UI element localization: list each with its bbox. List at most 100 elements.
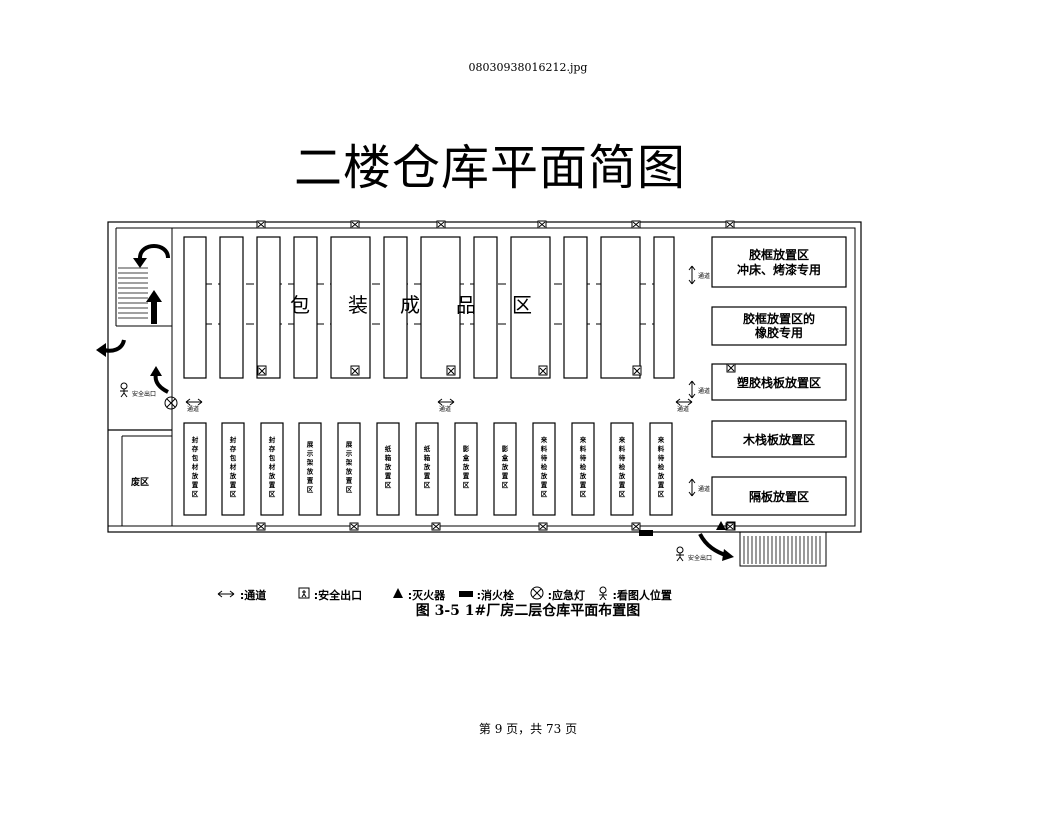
storage-rack — [183, 422, 207, 516]
rack-label: 展示架放置区 — [345, 440, 353, 494]
storage-rack — [256, 236, 281, 379]
stair-turn-arrow — [138, 244, 170, 259]
page-footer: 第 9 页，共 73 页 — [478, 722, 578, 736]
storage-rack — [330, 236, 371, 379]
guard-icon — [676, 546, 684, 562]
storage-rack — [649, 422, 673, 516]
exit-sign-icon — [538, 365, 548, 376]
storage-rack — [493, 422, 517, 516]
rack-label: 纸箱放置区 — [423, 444, 431, 489]
exit-sign-icon — [446, 365, 456, 376]
aisle-marker: 通道 — [437, 398, 455, 413]
right-area-4: 木栈板放置区 — [711, 420, 847, 458]
storage-rack — [532, 422, 556, 516]
storage-rack — [610, 422, 634, 516]
legend: :通道 :安全出口 :灭火器 :消火栓 :应急灯 :看图人位置 — [216, 586, 672, 603]
rack-label: 封存包材放置区 — [229, 435, 237, 498]
rack-label: 封存包材放置区 — [268, 435, 276, 498]
emergency-light-legend-icon — [530, 586, 544, 603]
area-label: 隔板放置区 — [749, 489, 809, 504]
right-area-2: 胶框放置区的 橡胶专用 — [711, 306, 847, 346]
guard-icon — [120, 382, 128, 398]
arrow-head — [96, 343, 106, 357]
storage-rack — [221, 422, 245, 516]
aisle-marker: 通道 — [688, 380, 710, 399]
storage-rack — [563, 236, 588, 379]
right-area-1: 胶框放置区 冲床、烤漆专用 — [711, 236, 847, 288]
storage-rack — [337, 422, 361, 516]
exit-sign-legend-icon — [298, 587, 310, 602]
exit-sign-icon — [350, 365, 360, 376]
rack-label: 影盒放置区 — [462, 444, 470, 489]
waste-area-label: 废区 — [131, 476, 149, 488]
storage-rack — [420, 236, 461, 379]
fire-extinguisher-icon — [716, 521, 726, 530]
area-label: 橡胶专用 — [755, 325, 803, 340]
safety-exit-label: 安全出口 — [132, 390, 156, 398]
storage-rack — [376, 422, 400, 516]
up-arrow-shaft — [151, 300, 157, 324]
fire-hydrant-icon — [639, 530, 653, 536]
svg-text:通道: 通道 — [698, 387, 710, 395]
storage-rack — [298, 422, 322, 516]
zone-char: 成 — [400, 293, 420, 317]
storage-rack — [293, 236, 318, 379]
legend-light-text: :应急灯 — [547, 588, 585, 602]
rack-label: 来料待检放置区 — [540, 435, 548, 498]
zone-char: 包 — [290, 293, 310, 317]
svg-text:通道: 通道 — [439, 405, 451, 413]
emergency-lights — [256, 220, 735, 531]
storage-rack — [383, 236, 408, 379]
diagram-title: 二楼仓库平面简图 — [293, 140, 686, 196]
figure-caption: 图 3-5 1#厂房二层仓库平面布置图 — [415, 603, 641, 619]
area-label: 胶框放置区 — [749, 247, 809, 262]
storage-rack — [219, 236, 244, 379]
arrow-head — [133, 258, 147, 268]
aisle-marker: 通道 — [185, 398, 203, 413]
aisle-legend-icon — [216, 588, 236, 601]
zone-char: 区 — [512, 293, 532, 317]
area-label: 塑胶栈板放置区 — [737, 375, 821, 390]
storage-rack — [415, 422, 439, 516]
svg-text:通道: 通道 — [677, 405, 689, 413]
arrow-head — [722, 549, 734, 561]
zone-char: 装 — [348, 293, 368, 317]
legend-exit-text: :安全出口 — [313, 588, 363, 602]
zone-char: 品 — [456, 293, 476, 317]
up-arrow-head — [146, 290, 162, 302]
aisle-marker: 通道 — [688, 265, 710, 285]
exit-arrow-left — [103, 339, 126, 353]
rack-label: 纸箱放置区 — [384, 444, 392, 489]
legend-guard-text: :看图人位置 — [612, 588, 672, 602]
rack-label: 影盒放置区 — [501, 444, 509, 489]
emergency-light-icon — [166, 398, 176, 408]
aisle-marker: 通道 — [688, 478, 710, 497]
safety-exit-label: 安全出口 — [688, 554, 712, 562]
storage-rack — [571, 422, 595, 516]
rack-label: 封存包材放置区 — [191, 435, 199, 498]
right-stairwell — [739, 531, 827, 567]
storage-rack — [260, 422, 284, 516]
exit-sign-icon — [726, 363, 736, 373]
arrow-head — [150, 366, 162, 376]
right-area-3: 塑胶栈板放置区 — [711, 363, 847, 401]
exit-sign-icon — [632, 365, 642, 376]
rack-label: 来料待检放置区 — [579, 435, 587, 498]
area-label: 胶框放置区的 — [743, 311, 815, 326]
legend-extinguisher-text: :灭火器 — [407, 588, 446, 602]
svg-text:通道: 通道 — [187, 405, 199, 413]
storage-rack — [510, 236, 551, 379]
legend-aisle-text: :通道 — [239, 588, 267, 602]
rack-label: 来料待检放置区 — [618, 435, 626, 498]
right-area-5: 隔板放置区 — [711, 476, 847, 516]
area-label: 木栈板放置区 — [742, 432, 815, 447]
image-filename: 08030938016212.jpg — [468, 61, 588, 74]
svg-text:通道: 通道 — [698, 485, 710, 493]
exit-sign-icon — [726, 521, 736, 531]
storage-rack — [653, 236, 675, 379]
bottom-racks: 封存包材放置区封存包材放置区封存包材放置区展示架放置区展示架放置区纸箱放置区纸箱… — [183, 422, 673, 516]
fire-extinguisher-legend-icon — [392, 587, 404, 602]
top-racks — [183, 236, 736, 379]
guard-legend-icon — [597, 586, 609, 603]
